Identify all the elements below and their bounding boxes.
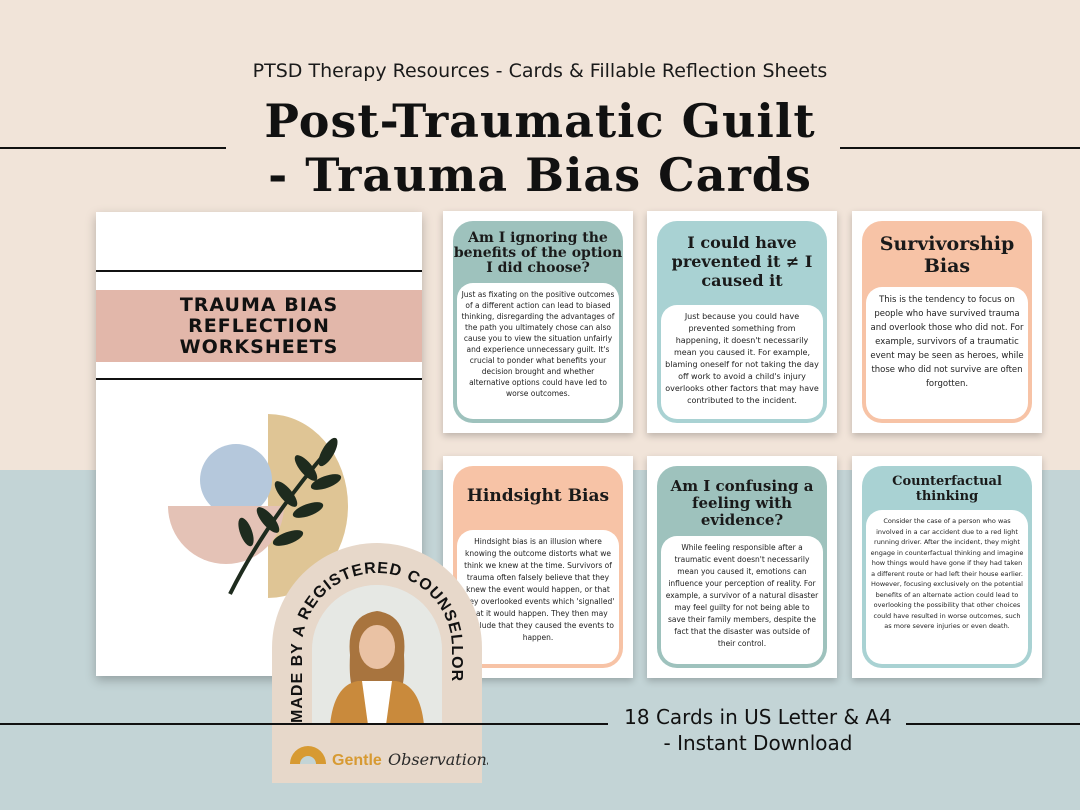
cover-title-line-2: REFLECTION (188, 314, 330, 337)
cover-line-bottom (96, 378, 422, 380)
title-line-1: Post-Traumatic Guilt (264, 94, 816, 148)
blue-circle (200, 444, 272, 516)
card-ignoring-benefits: Am I ignoring the benefits of the option… (443, 211, 633, 433)
cover-title-line-1: TRAUMA BIAS (179, 293, 339, 316)
svg-text:MADE BY A REGISTERED COUNSELLO: MADE BY A REGISTERED COUNSELLOR (289, 560, 465, 723)
counsellor-photo (312, 585, 442, 725)
brand-logo: Gentle Observations (288, 742, 495, 780)
card-counterfactual-thinking: Counterfactual thinking Consider the cas… (852, 456, 1042, 678)
card-heading: Survivorship Bias (879, 233, 1015, 277)
cover-line-top (96, 270, 422, 272)
card-heading: Am I ignoring the benefits of the option… (453, 230, 623, 276)
card-heading: I could have prevented it ≠ I caused it (671, 233, 813, 290)
card-body: This is the tendency to focus on people … (866, 287, 1028, 419)
title-line-2: - Trauma Bias Cards (268, 148, 812, 202)
badge-text-ring: MADE BY A REGISTERED COUNSELLOR (289, 560, 465, 723)
card-body: Just because you could have prevented so… (661, 305, 823, 419)
title-rule-left (0, 147, 226, 149)
card-heading: Hindsight Bias (466, 486, 610, 506)
counsellor-portrait (312, 585, 442, 725)
card-prevented-vs-caused: I could have prevented it ≠ I caused it … (647, 211, 837, 433)
cover-title-band: TRAUMA BIAS REFLECTION WORKSHEETS (96, 290, 422, 362)
footer-rule-right (906, 723, 1080, 725)
brand-word-gentle: Gentle (332, 752, 382, 769)
subtitle: PTSD Therapy Resources - Cards & Fillabl… (252, 60, 828, 82)
page-title: Post-Traumatic Guilt - Trauma Bias Cards (0, 94, 1080, 202)
card-survivorship-bias: Survivorship Bias This is the tendency t… (852, 211, 1042, 433)
counsellor-badge (272, 543, 482, 783)
brand-logo-graphic: Gentle Observations (290, 746, 495, 769)
card-body: Consider the case of a person who was in… (866, 510, 1028, 664)
card-body: Hindsight bias is an illusion where know… (457, 530, 619, 664)
footer-line-2: - Instant Download (663, 731, 853, 755)
cover-title-line-3: WORKSHEETS (179, 335, 339, 358)
badge-text: MADE BY A REGISTERED COUNSELLOR (289, 560, 464, 723)
brand-word-observations: Observations (388, 750, 488, 769)
card-heading: Am I confusing a feeling with evidence? (670, 477, 814, 529)
footer-tagline: 18 Cards in US Letter & A4 - Instant Dow… (608, 704, 908, 756)
card-body: While feeling responsible after a trauma… (661, 536, 823, 664)
sunrise-icon (290, 746, 326, 764)
card-hindsight-bias: Hindsight Bias Hindsight bias is an illu… (443, 456, 633, 678)
title-rule-right (840, 147, 1080, 149)
footer-rule-left (0, 723, 608, 725)
card-feeling-vs-evidence: Am I confusing a feeling with evidence? … (647, 456, 837, 678)
card-body: Just as fixating on the positive outcome… (457, 283, 619, 419)
cover-illustration (168, 414, 348, 598)
footer-line-1: 18 Cards in US Letter & A4 (624, 705, 892, 729)
card-heading: Counterfactual thinking (892, 474, 1002, 504)
leaf-cluster (238, 437, 342, 547)
